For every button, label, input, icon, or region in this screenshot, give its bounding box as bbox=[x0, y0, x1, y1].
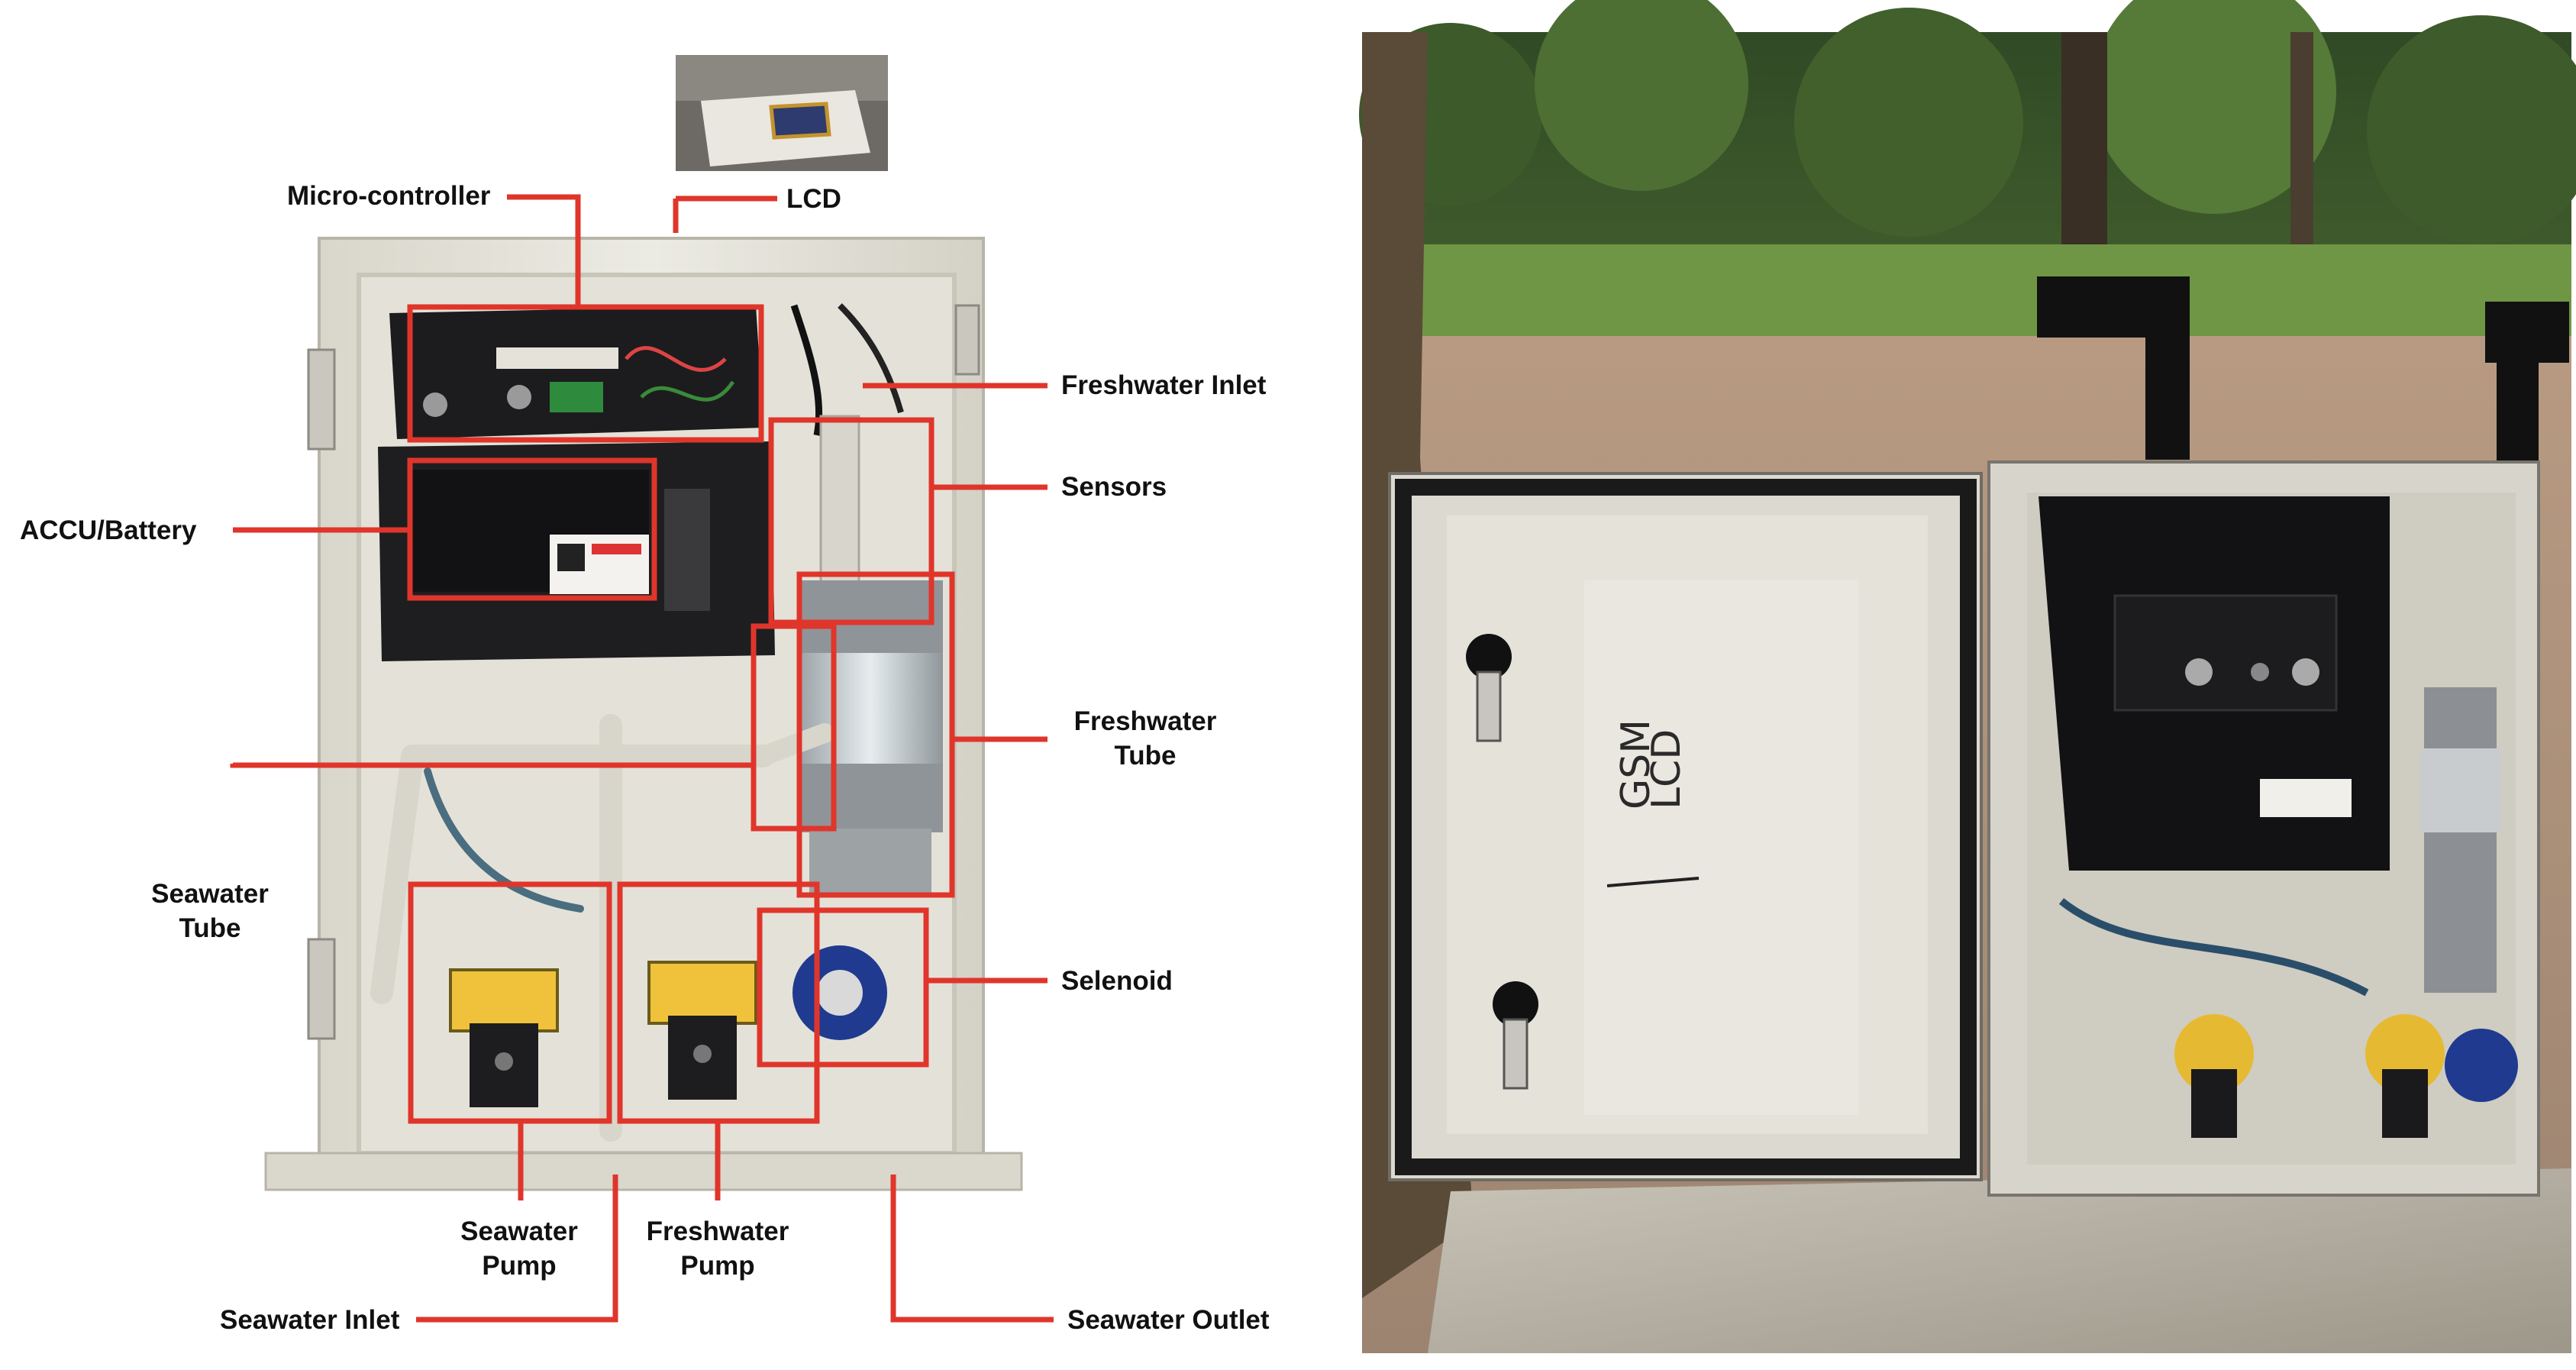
label-lcd: LCD bbox=[786, 184, 841, 214]
label-seawater-inlet: Seawater Inlet bbox=[220, 1305, 400, 1335]
box-micro-controller bbox=[407, 304, 764, 443]
label-freshwater-pump: Freshwater Pump bbox=[611, 1214, 825, 1283]
label-freshwater-tube-line1: Freshwater bbox=[1073, 706, 1217, 736]
label-seawater-tube: Seawater Tube bbox=[107, 877, 313, 945]
mounting-posts bbox=[2037, 276, 2569, 462]
line-seawater-outlet bbox=[890, 1175, 1054, 1323]
freshwater-pump-graphic bbox=[647, 961, 757, 1100]
label-freshwater-pump-line1: Freshwater bbox=[646, 1217, 789, 1246]
label-seawater-tube-line2: Tube bbox=[179, 913, 241, 943]
foliage bbox=[1359, 0, 2576, 276]
box-seawater-pump bbox=[408, 881, 612, 1124]
seawater-pump-graphic bbox=[449, 968, 559, 1107]
stone-slab bbox=[1428, 1168, 2571, 1353]
callout-lines bbox=[230, 194, 1054, 1323]
field-enclosure-body bbox=[1987, 460, 2540, 1197]
line-seawater-inlet bbox=[416, 1175, 618, 1323]
selenoid-graphic bbox=[792, 945, 887, 1040]
label-seawater-pump: Seawater Pump bbox=[412, 1214, 626, 1283]
label-seawater-pump-line1: Seawater bbox=[460, 1217, 578, 1246]
label-seawater-pump-line2: Pump bbox=[482, 1251, 557, 1281]
line-seawater-tube bbox=[230, 762, 754, 768]
label-seawater-tube-line1: Seawater bbox=[151, 879, 269, 909]
label-freshwater-inlet: Freshwater Inlet bbox=[1061, 370, 1267, 400]
field-tube bbox=[2424, 687, 2497, 993]
hinge-top-left bbox=[307, 348, 336, 451]
door-handwriting-lcd: LCD bbox=[1644, 729, 1690, 809]
label-accu-battery: ACCU/Battery bbox=[20, 515, 197, 545]
grass bbox=[1362, 244, 2571, 351]
label-freshwater-tube-line2: Tube bbox=[1114, 741, 1177, 771]
microcontroller-housing bbox=[389, 303, 904, 439]
label-sensors: Sensors bbox=[1061, 472, 1167, 502]
box-selenoid bbox=[757, 907, 929, 1068]
label-freshwater-tube: Freshwater Tube bbox=[1038, 704, 1252, 773]
field-photo: GSM LCD bbox=[1359, 0, 2576, 1353]
label-micro-controller: Micro-controller bbox=[287, 181, 491, 211]
door-handwriting-gsm: GSM bbox=[1613, 719, 1659, 809]
line-micro-controller bbox=[507, 194, 581, 307]
battery bbox=[378, 441, 775, 661]
freshwater-tube-assembly bbox=[798, 415, 943, 897]
enclosure-base bbox=[264, 1152, 1023, 1191]
box-sensors bbox=[768, 417, 935, 625]
enclosure-door: GSM LCD bbox=[1388, 472, 1983, 1181]
box-seawater-tube bbox=[751, 623, 837, 832]
lcd-inset-photo bbox=[676, 55, 888, 171]
hinge-bottom-left bbox=[307, 938, 336, 1040]
box-freshwater-tube bbox=[796, 571, 955, 898]
label-freshwater-pump-line2: Pump bbox=[680, 1251, 755, 1281]
label-selenoid: Selenoid bbox=[1061, 966, 1173, 996]
enclosure-photo bbox=[230, 55, 1054, 1323]
hinge-top-right bbox=[954, 304, 980, 376]
label-seawater-outlet: Seawater Outlet bbox=[1067, 1305, 1270, 1335]
